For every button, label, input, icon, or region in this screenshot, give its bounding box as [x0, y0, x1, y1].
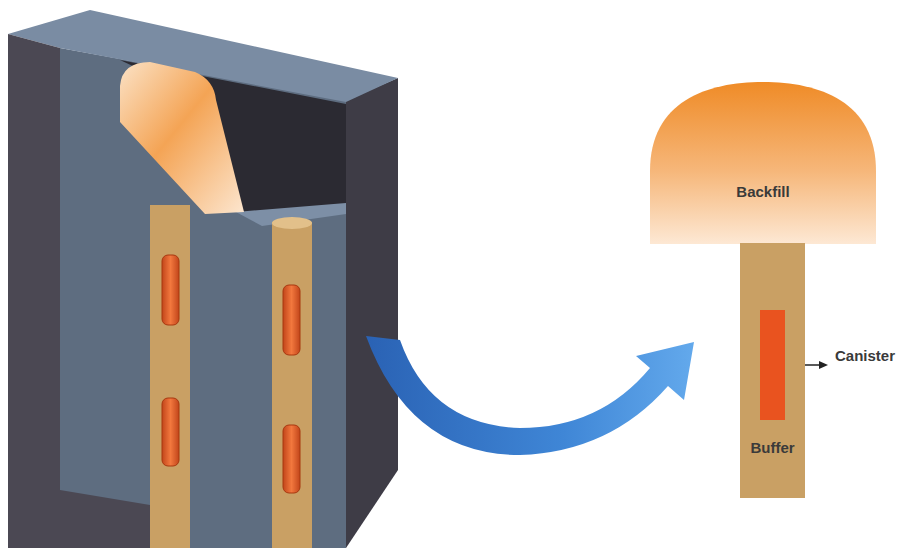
- canister-figure: [283, 285, 300, 355]
- canister-box: Canister: [760, 310, 785, 420]
- buffer-column: [272, 222, 312, 548]
- buffer-column-top: [272, 217, 312, 229]
- tunnel-backfill: [120, 62, 244, 214]
- canister-figure: [162, 398, 179, 466]
- backfill-dome: Backfill: [650, 82, 876, 244]
- canister-figure: [162, 255, 179, 325]
- leader-arrowhead: [819, 361, 828, 369]
- zoom-arrow: [366, 336, 694, 455]
- block-inner-wall: [60, 48, 346, 548]
- block-side-face: [346, 78, 398, 548]
- buffer-column: [150, 205, 190, 548]
- canister-figure: [283, 425, 300, 493]
- part-label: Canister: [835, 347, 895, 365]
- buffer-column: CanisterBuffer: [740, 243, 805, 498]
- block-front-base: [60, 490, 150, 548]
- region-label: Backfill: [736, 183, 789, 201]
- dome-shape: [650, 82, 876, 244]
- dome-outline: [650, 82, 876, 244]
- block-front-face: [8, 34, 60, 548]
- region-label: Buffer: [750, 439, 794, 457]
